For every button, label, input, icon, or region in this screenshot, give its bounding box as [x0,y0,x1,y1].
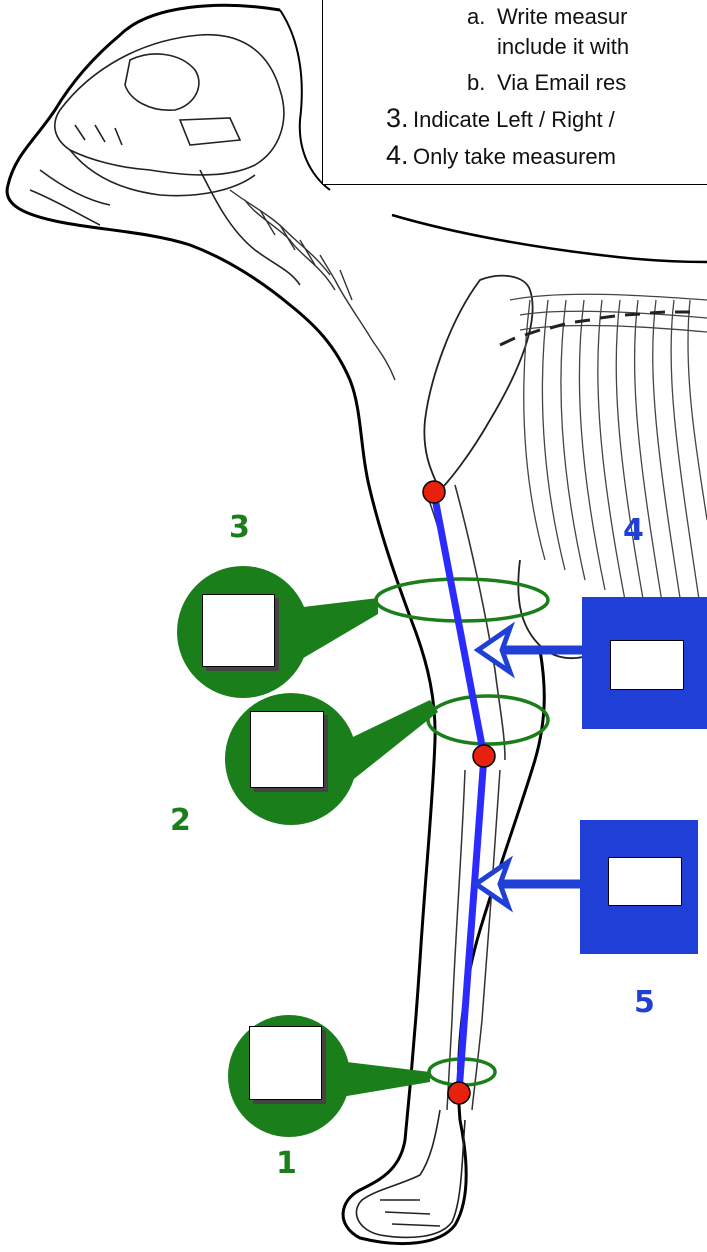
instruction-item-a-continuation: include it with [497,34,629,60]
measurement-entry-1[interactable] [249,1026,322,1100]
measurement-entry-4[interactable] [610,640,684,690]
instruction-item-b: b. Via Email res [467,70,626,96]
dog-back-outline [391,213,707,264]
circumference-ring-3 [374,577,550,623]
measurement-label-5: 5 [634,985,655,1020]
instruction-item-3: 3.Indicate Left / Right / [386,103,615,134]
measurement-entry-3[interactable] [202,594,275,667]
forearm-length-line [455,752,488,1096]
scapula-drawing [423,274,534,492]
elbow-joint-marker [472,744,496,768]
measurement-entry-2[interactable] [250,711,324,788]
circumference-ring-2 [426,694,550,746]
shoulder-joint-marker [422,480,446,504]
ribcage-drawing [509,293,707,641]
upper-arm-length-line [430,489,488,760]
arrow-pointer-4 [473,621,585,679]
item-text: Via Email res [497,70,627,95]
measurement-entry-5[interactable] [608,857,682,906]
item-text: Write measur [497,4,628,29]
item-text: include it with [497,34,630,59]
item-marker: b. [467,70,486,95]
dog-head-top-outline [279,9,331,191]
instructions-panel [322,0,707,185]
item-marker: a. [467,4,486,29]
item-marker: 4. [386,140,409,170]
wrist-joint-marker [447,1081,471,1105]
item-text: Only take measurem [413,144,616,169]
skull-drawing [29,34,301,286]
spine-drawing [499,310,690,347]
neck-vertebrae-drawing [229,189,396,381]
item-marker: 3. [386,103,409,133]
measurement-label-1: 1 [276,1146,297,1181]
paw-drawing [355,1109,466,1239]
measurement-label-3: 3 [229,510,250,545]
instruction-item-a: a. Write measur [467,4,627,30]
instruction-item-4: 4.Only take measurem [386,140,616,171]
measurement-label-2: 2 [170,803,191,838]
arrow-pointer-5 [471,855,582,913]
item-text: Indicate Left / Right / [413,107,615,132]
measurement-label-4: 4 [623,513,644,548]
